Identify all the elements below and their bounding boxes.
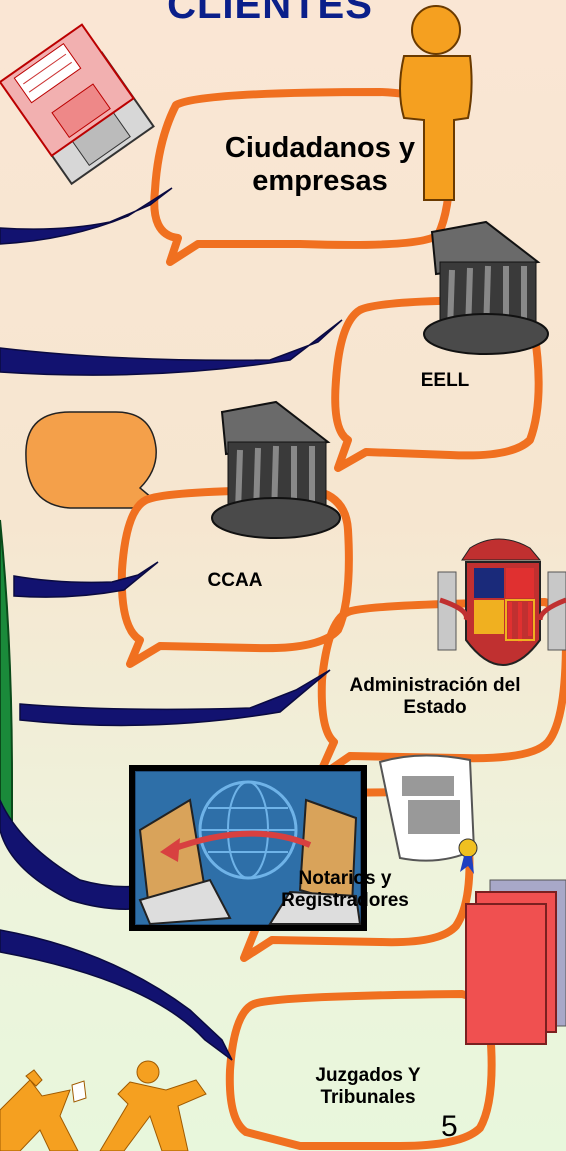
label-notarios: Notarios y Registradores bbox=[281, 868, 409, 911]
government-building-icon-eell bbox=[423, 220, 549, 355]
red-folders-icon bbox=[465, 879, 566, 1045]
coat-of-arms-icon bbox=[437, 538, 566, 666]
scroll-document-icon bbox=[378, 754, 478, 874]
arrow-to-juzgados bbox=[0, 929, 233, 1061]
thought-bubble-icon bbox=[25, 411, 157, 509]
label-juzgados: Juzgados Y Tribunales bbox=[315, 1065, 421, 1108]
government-building-icon-ccaa bbox=[211, 400, 341, 539]
computer-network-icon bbox=[129, 765, 367, 931]
bubble-administracion bbox=[314, 598, 566, 782]
page-title: CLIENTES bbox=[167, 0, 373, 27]
arrow-to-administracion bbox=[19, 669, 331, 727]
page-number: 5 bbox=[441, 1110, 458, 1143]
bubble-juzgados bbox=[225, 990, 496, 1150]
floppy-disks-icon bbox=[0, 23, 155, 186]
label-ciudadanos: Ciudadanos y empresas bbox=[224, 132, 416, 198]
green-band-icon bbox=[0, 519, 13, 821]
arrow-to-ciudadanos bbox=[0, 187, 173, 245]
arrow-to-ccaa bbox=[13, 561, 159, 598]
person-icon bbox=[399, 5, 473, 201]
label-eell: EELL bbox=[420, 370, 470, 391]
bubble-ciudadanos bbox=[150, 88, 455, 266]
label-ccaa: CCAA bbox=[207, 570, 263, 591]
label-administracion: Administración del Estado bbox=[349, 675, 521, 718]
running-people-icon bbox=[0, 1060, 207, 1151]
arrow-to-eell bbox=[0, 319, 343, 376]
